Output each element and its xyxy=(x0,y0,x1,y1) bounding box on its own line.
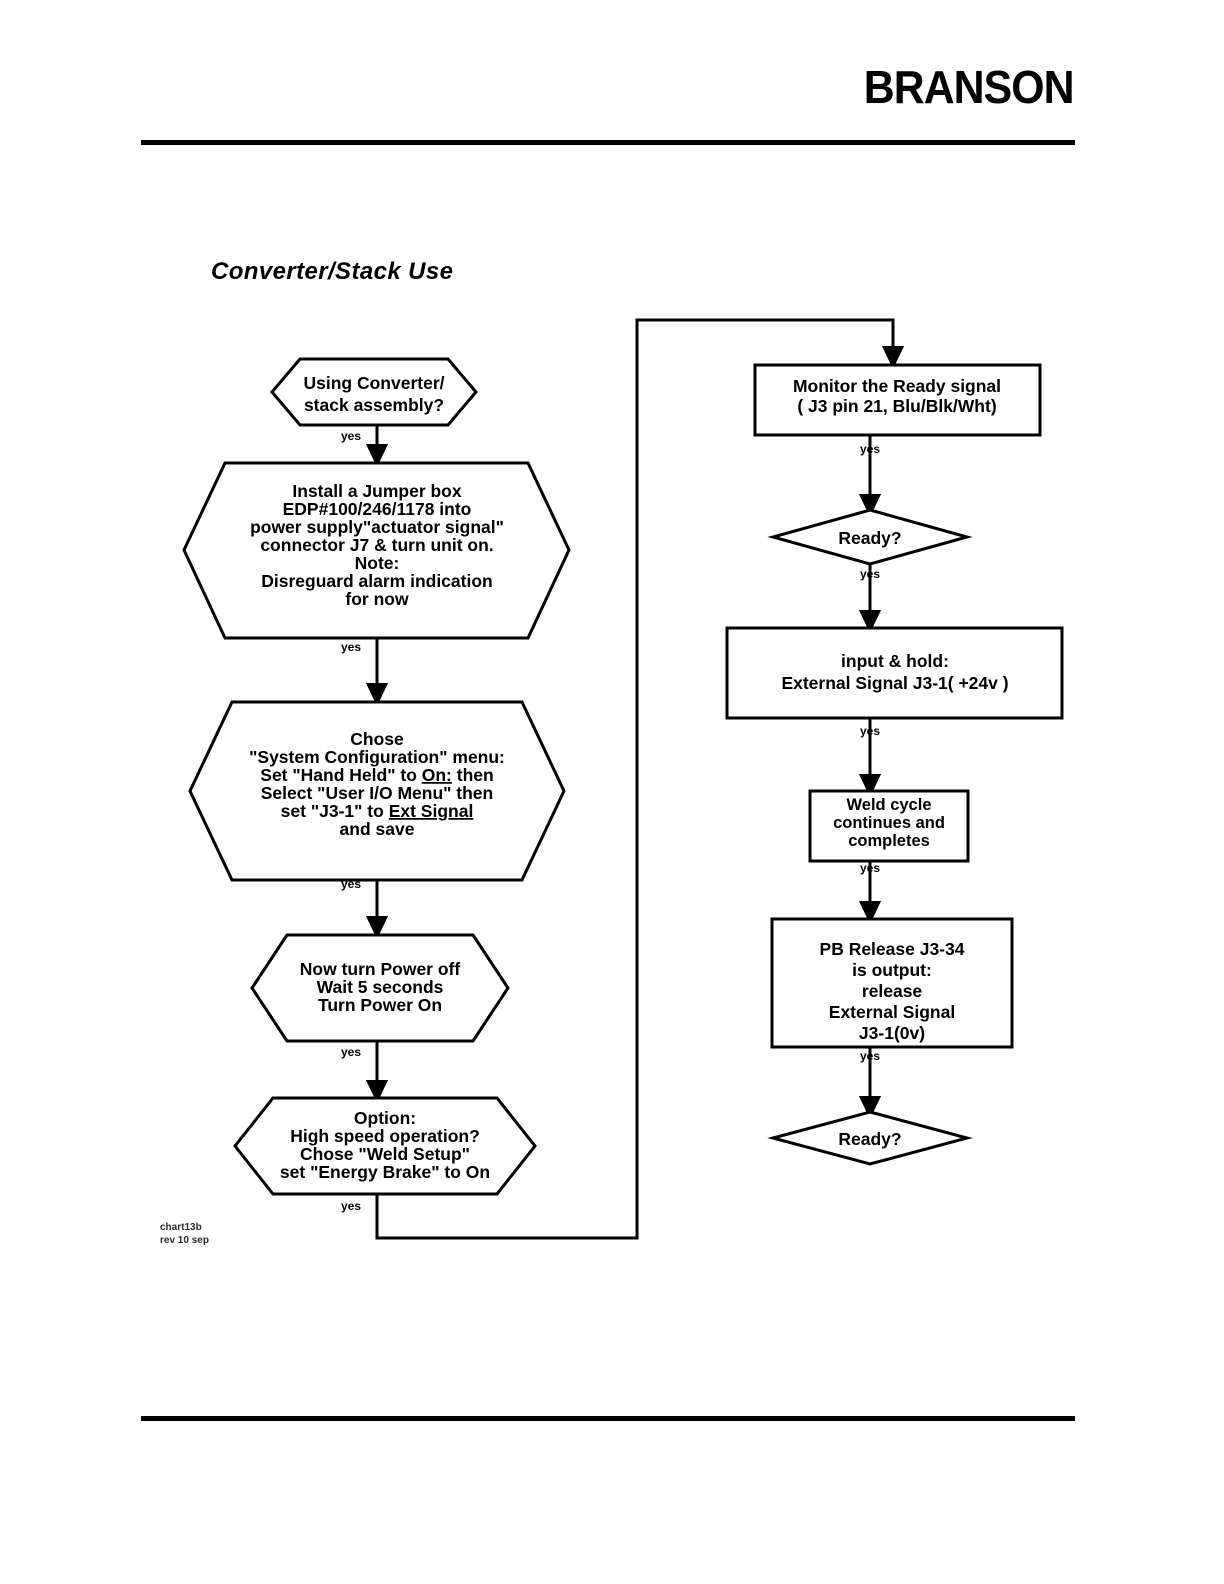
node-line: EDP#100/246/1178 into xyxy=(283,499,472,519)
edge-n9-n10: yes xyxy=(858,861,882,925)
edge-n8-n9: yes xyxy=(858,718,882,798)
edge-label-yes: yes xyxy=(860,861,880,875)
edge-label-yes: yes xyxy=(860,724,880,738)
edge-label-yes: yes xyxy=(341,877,361,891)
node-line: External Signal xyxy=(829,1002,955,1022)
document-reference: chart13b rev 10 sep xyxy=(160,1221,209,1247)
node-line: completes xyxy=(848,832,930,850)
node-monitor-ready-signal: Monitor the Ready signal ( J3 pin 21, Bl… xyxy=(753,363,1042,437)
node-line: for now xyxy=(345,589,409,609)
edge-n6-n7: yes xyxy=(858,435,882,518)
node-line: Weld cycle xyxy=(847,796,932,814)
chart-revision: rev 10 sep xyxy=(160,1235,209,1246)
node-line: Turn Power On xyxy=(318,995,442,1015)
edge-n7-n8: yes xyxy=(858,564,882,634)
branson-logo: BRANSON xyxy=(864,61,1075,113)
node-line: and save xyxy=(340,819,415,839)
node-line: High speed operation? xyxy=(290,1126,480,1146)
edge-n2-n3: yes xyxy=(341,638,389,707)
node-line: release xyxy=(862,981,923,1001)
node-line: Now turn Power off xyxy=(300,959,461,979)
edge-n3-n4: yes xyxy=(341,877,389,940)
node-line: Wait 5 seconds xyxy=(317,977,444,997)
edge-label-yes: yes xyxy=(341,429,361,443)
edge-label-yes: yes xyxy=(860,442,880,456)
node-line: Ready? xyxy=(838,1129,901,1149)
node-line: is output: xyxy=(852,960,932,980)
node-system-configuration-menu: Chose "System Configuration" menu: Set "… xyxy=(188,700,566,882)
edge-n1-n2: yes xyxy=(341,425,389,468)
edge-n10-n11: yes xyxy=(858,1047,882,1120)
node-line: Using Converter/ xyxy=(304,373,445,393)
node-line: power supply"actuator signal" xyxy=(250,517,504,537)
node-line: connector J7 & turn unit on. xyxy=(260,535,493,555)
edge-label-yes: yes xyxy=(341,640,361,654)
node-weld-cycle-completes: Weld cycle continues and completes xyxy=(808,789,970,863)
node-line: Chose xyxy=(350,729,404,749)
node-install-jumper-box: Install a Jumper box EDP#100/246/1178 in… xyxy=(182,461,571,640)
header-rule xyxy=(141,140,1075,145)
node-line: Chose "Weld Setup" xyxy=(300,1144,470,1164)
node-line: Set "Hand Held" to On: then xyxy=(260,765,493,785)
node-line: input & hold: xyxy=(841,651,949,671)
node-line: J3-1(0v) xyxy=(859,1023,925,1043)
edge-label-yes: yes xyxy=(341,1045,361,1059)
chart-id: chart13b xyxy=(160,1222,202,1233)
node-ready-decision-2: Ready? xyxy=(767,1110,973,1166)
node-ready-decision-1: Ready? xyxy=(767,508,973,566)
node-input-and-hold: input & hold: External Signal J3-1( +24v… xyxy=(725,626,1064,720)
node-pb-release-output: PB Release J3-34 is output: release Exte… xyxy=(770,917,1014,1049)
node-line: "System Configuration" menu: xyxy=(249,747,505,767)
node-line: PB Release J3-34 xyxy=(820,939,965,959)
node-line: set "J3-1" to Ext Signal xyxy=(281,801,474,821)
node-line: Select "User I/O Menu" then xyxy=(261,783,493,803)
node-line: continues and xyxy=(833,814,945,832)
node-using-converter-stack-assembly: Using Converter/ stack assembly? xyxy=(270,357,478,427)
node-line: Note: xyxy=(355,553,400,573)
edge-label-yes: yes xyxy=(341,1199,361,1213)
node-line: set "Energy Brake" to On xyxy=(280,1162,490,1182)
page-title: Converter/Stack Use xyxy=(211,258,454,285)
node-line: External Signal J3-1( +24v ) xyxy=(781,673,1008,693)
node-line: Install a Jumper box xyxy=(292,481,461,501)
node-line: Disreguard alarm indication xyxy=(261,571,492,591)
footer-rule xyxy=(141,1416,1075,1421)
edge-n5-n6-loop: yes xyxy=(341,318,905,1240)
node-line: Option: xyxy=(354,1108,416,1128)
edge-label-yes: yes xyxy=(860,567,880,581)
edge-n4-n5: yes xyxy=(341,1041,389,1104)
edge-label-yes: yes xyxy=(860,1049,880,1063)
node-line: ( J3 pin 21, Blu/Blk/Wht) xyxy=(797,396,996,416)
node-high-speed-option: Option: High speed operation? Chose "Wel… xyxy=(233,1096,537,1196)
node-line: Ready? xyxy=(838,528,901,548)
node-line: stack assembly? xyxy=(304,395,444,415)
node-power-cycle: Now turn Power off Wait 5 seconds Turn P… xyxy=(250,933,510,1043)
node-line: Monitor the Ready signal xyxy=(793,376,1001,396)
